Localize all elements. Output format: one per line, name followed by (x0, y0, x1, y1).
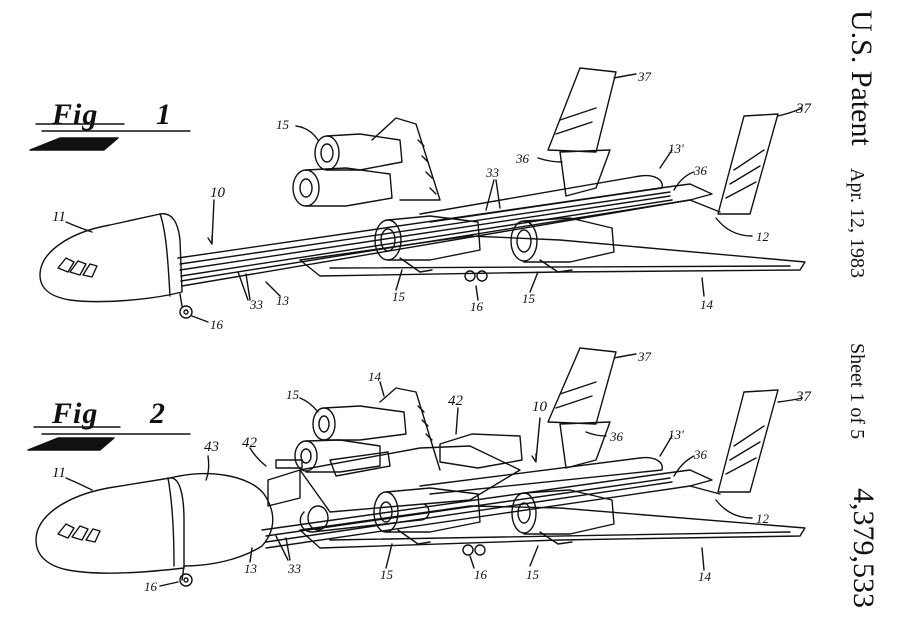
fig1-ref-12: 12 (756, 229, 769, 244)
fig1-ref-37a: 37 (638, 69, 651, 84)
fig2-ref-15b: 15 (380, 567, 393, 582)
fig2-number: 2 (150, 397, 165, 430)
fig2-leaders (65, 353, 803, 587)
fig2-ref-11: 11 (52, 465, 66, 481)
fig1-ref-33a: 33 (486, 165, 499, 180)
fig2-ref-12: 12 (756, 511, 769, 526)
fig2-ref-36a: 36 (610, 429, 623, 444)
fig1-ref-16b: 16 (470, 299, 483, 314)
fig2-ref-10: 10 (532, 399, 547, 415)
fig2-ref-42b: 42 (448, 393, 463, 409)
fig2-ref-37a: 37 (638, 349, 651, 364)
fig2-ref-14a: 14 (368, 369, 381, 384)
fig1-ref-10: 10 (210, 185, 225, 201)
fig2-ref-33: 33 (288, 561, 301, 576)
fig1-ref-33b: 33 (250, 297, 263, 312)
fig2-ref-15c: 15 (526, 567, 539, 582)
fig2-ref-13: 13 (244, 561, 257, 576)
fig2-ref-37b: 37 (796, 389, 811, 405)
fig2-label: Fig (52, 397, 99, 430)
fig1-label-underline (29, 123, 191, 151)
fig1-label: Fig (52, 98, 99, 131)
fig2-ref-16b: 16 (474, 567, 487, 582)
fig1-ref-14: 14 (700, 297, 713, 312)
fig2-ref-15a: 15 (286, 387, 299, 402)
fig1-aircraft (39, 67, 806, 319)
fig2-ref-14b: 14 (698, 569, 711, 584)
fig1-ref-13: 13 (276, 293, 289, 308)
fig1-ref-36b: 36 (694, 163, 707, 178)
fig2-ref-36b: 36 (694, 447, 707, 462)
fig2-ref-16a: 16 (144, 579, 157, 594)
fig2-label-underline (27, 426, 191, 451)
fig1-ref-15b: 15 (392, 289, 405, 304)
fig2-ref-13prime: 13' (668, 427, 684, 442)
fig1-ref-15c: 15 (522, 291, 535, 306)
fig1-lower-engines (374, 215, 615, 273)
fig1-ref-37b: 37 (796, 101, 811, 117)
fig1-upper-engines (292, 117, 441, 207)
fig1-ref-13prime: 13' (668, 141, 684, 156)
fig1-leaders (65, 73, 803, 323)
fig1-ref-11: 11 (52, 209, 66, 225)
fig1-ref-16a: 16 (210, 317, 223, 332)
fig2-ref-42a: 42 (242, 435, 257, 451)
fig1-ref-36a: 36 (516, 151, 529, 166)
fig1-number: 1 (156, 98, 171, 131)
fig1-ref-15a: 15 (276, 117, 289, 132)
fig2-aircraft (35, 347, 806, 587)
fig2-ref-43: 43 (204, 439, 219, 455)
